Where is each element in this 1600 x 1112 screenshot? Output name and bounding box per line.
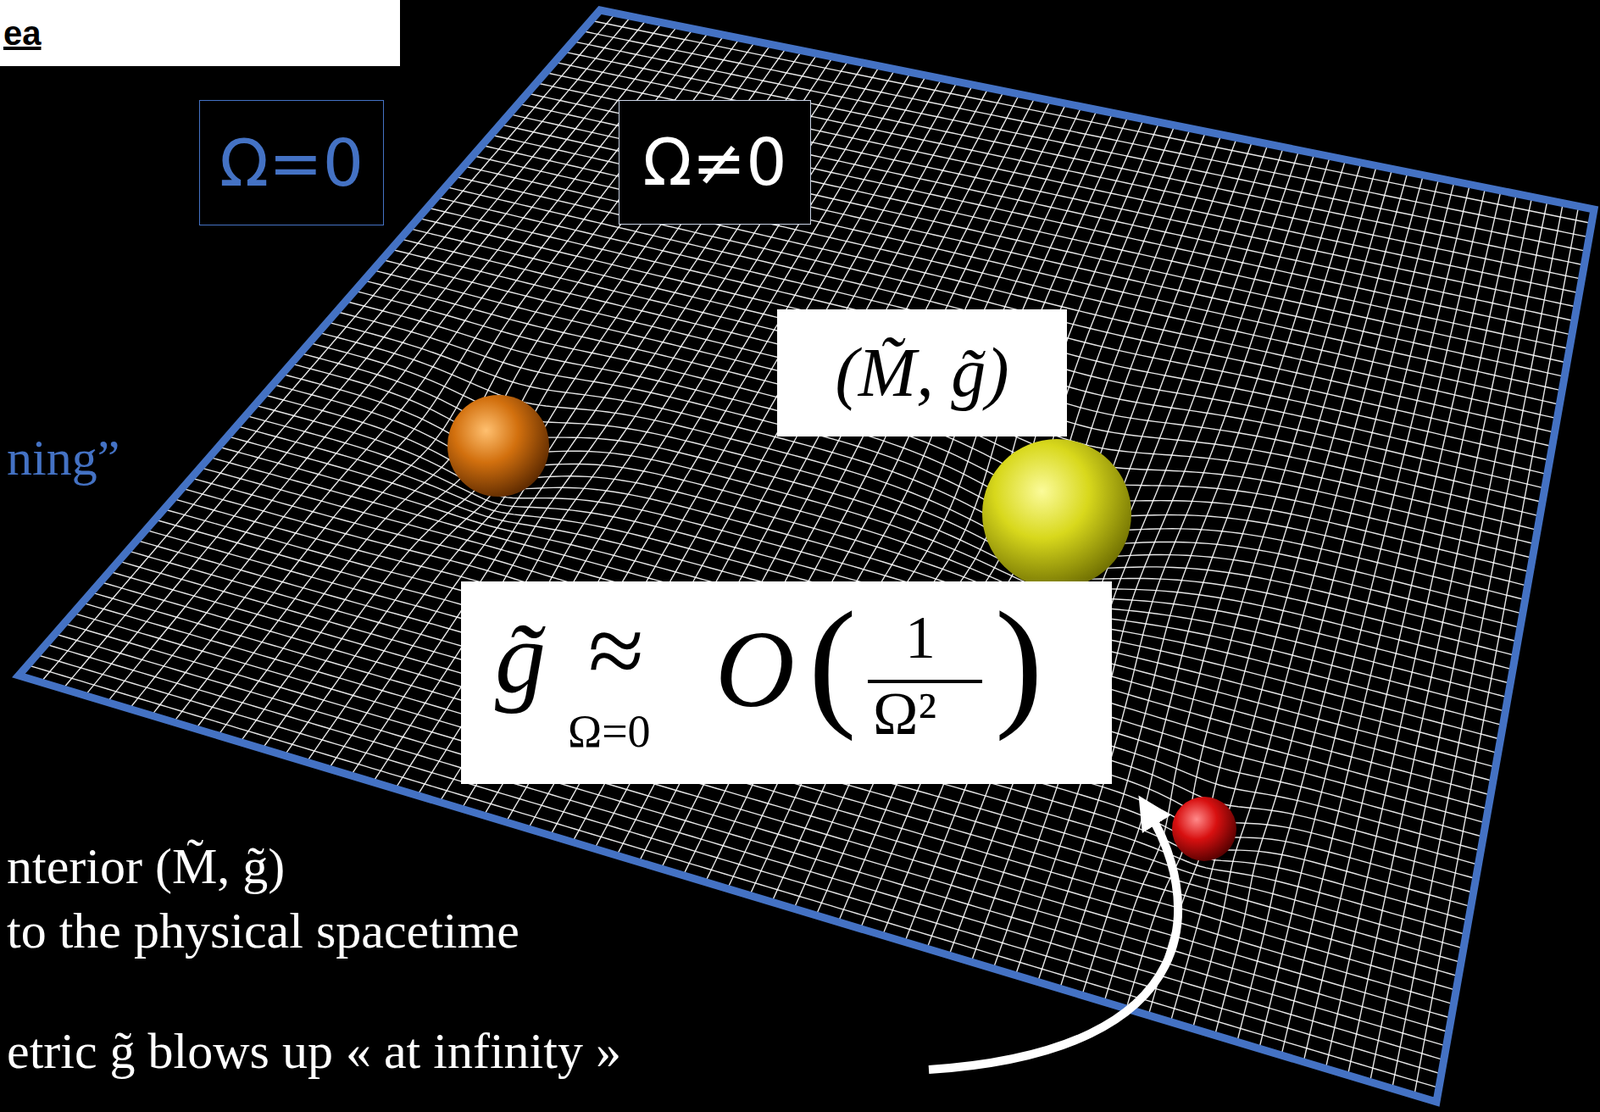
grid-line <box>182 488 1481 851</box>
formula-symbol: 1 <box>905 606 936 668</box>
formula-symbol: ( <box>808 589 857 734</box>
box-text: Ω≠0 <box>642 124 787 200</box>
formula-symbol: Ω² <box>872 683 937 745</box>
formula-symbol: ≈ <box>588 600 645 702</box>
grid-line <box>927 138 1238 950</box>
bullet-text: nterior (M̃, g̃) <box>3 837 289 896</box>
grid-line <box>1281 187 1486 1056</box>
grid-line <box>1392 203 1564 1089</box>
grid-line <box>164 509 1477 879</box>
box-text: ea <box>3 14 42 53</box>
grid-line <box>172 498 1478 865</box>
grid-line <box>794 119 1145 910</box>
cropped-heading: ning” <box>3 428 123 488</box>
grid-line <box>145 529 1472 906</box>
formula-symbol: ) <box>994 589 1044 734</box>
grid-line <box>218 446 1491 795</box>
box-text: (M̃, g̃) <box>835 333 1010 413</box>
grid-line <box>209 456 1489 809</box>
title-box: ea <box>0 0 400 67</box>
yellow-mass <box>982 438 1132 589</box>
grid-line <box>436 197 1550 461</box>
region-box: Ω≠0 <box>618 100 812 225</box>
box-text: Ω=0 <box>219 125 364 201</box>
grid-line <box>949 140 1253 956</box>
formula-box: g̃ ≈ Ω=0 O(1Ω²) <box>461 581 1112 784</box>
orange-mass <box>447 394 550 497</box>
grid-line <box>118 561 1464 949</box>
bullet-text: to the physical spacetime <box>3 901 523 961</box>
grid-line <box>971 144 1268 962</box>
grid-line <box>127 550 1467 935</box>
grid-line <box>882 131 1206 935</box>
grid-line <box>151 28 694 716</box>
formula-symbol: g̃ <box>494 606 546 709</box>
grid-line <box>1104 162 1362 1002</box>
grid-line <box>1303 190 1501 1062</box>
grid-line <box>1259 184 1471 1050</box>
region-box: Ω=0 <box>199 100 384 226</box>
formula-symbol: Ω=0 <box>567 708 651 755</box>
red-mass <box>1172 796 1237 862</box>
grid-line <box>418 217 1545 489</box>
grid-line <box>1237 181 1455 1042</box>
grid-line <box>200 467 1486 823</box>
grid-line <box>1347 196 1532 1075</box>
formula-symbol: O <box>715 613 795 724</box>
grid-line <box>1192 175 1423 1029</box>
pointer-arrow <box>928 806 1178 1070</box>
grid-line <box>1170 172 1408 1023</box>
bullet-text: etric g̃ blows up « at infinity » <box>3 1022 625 1081</box>
grid-line <box>350 56 834 776</box>
manifold-box: (M̃, g̃) <box>777 309 1067 437</box>
grid-line <box>427 207 1547 475</box>
grid-line <box>1414 205 1579 1095</box>
grid-line <box>155 519 1474 893</box>
